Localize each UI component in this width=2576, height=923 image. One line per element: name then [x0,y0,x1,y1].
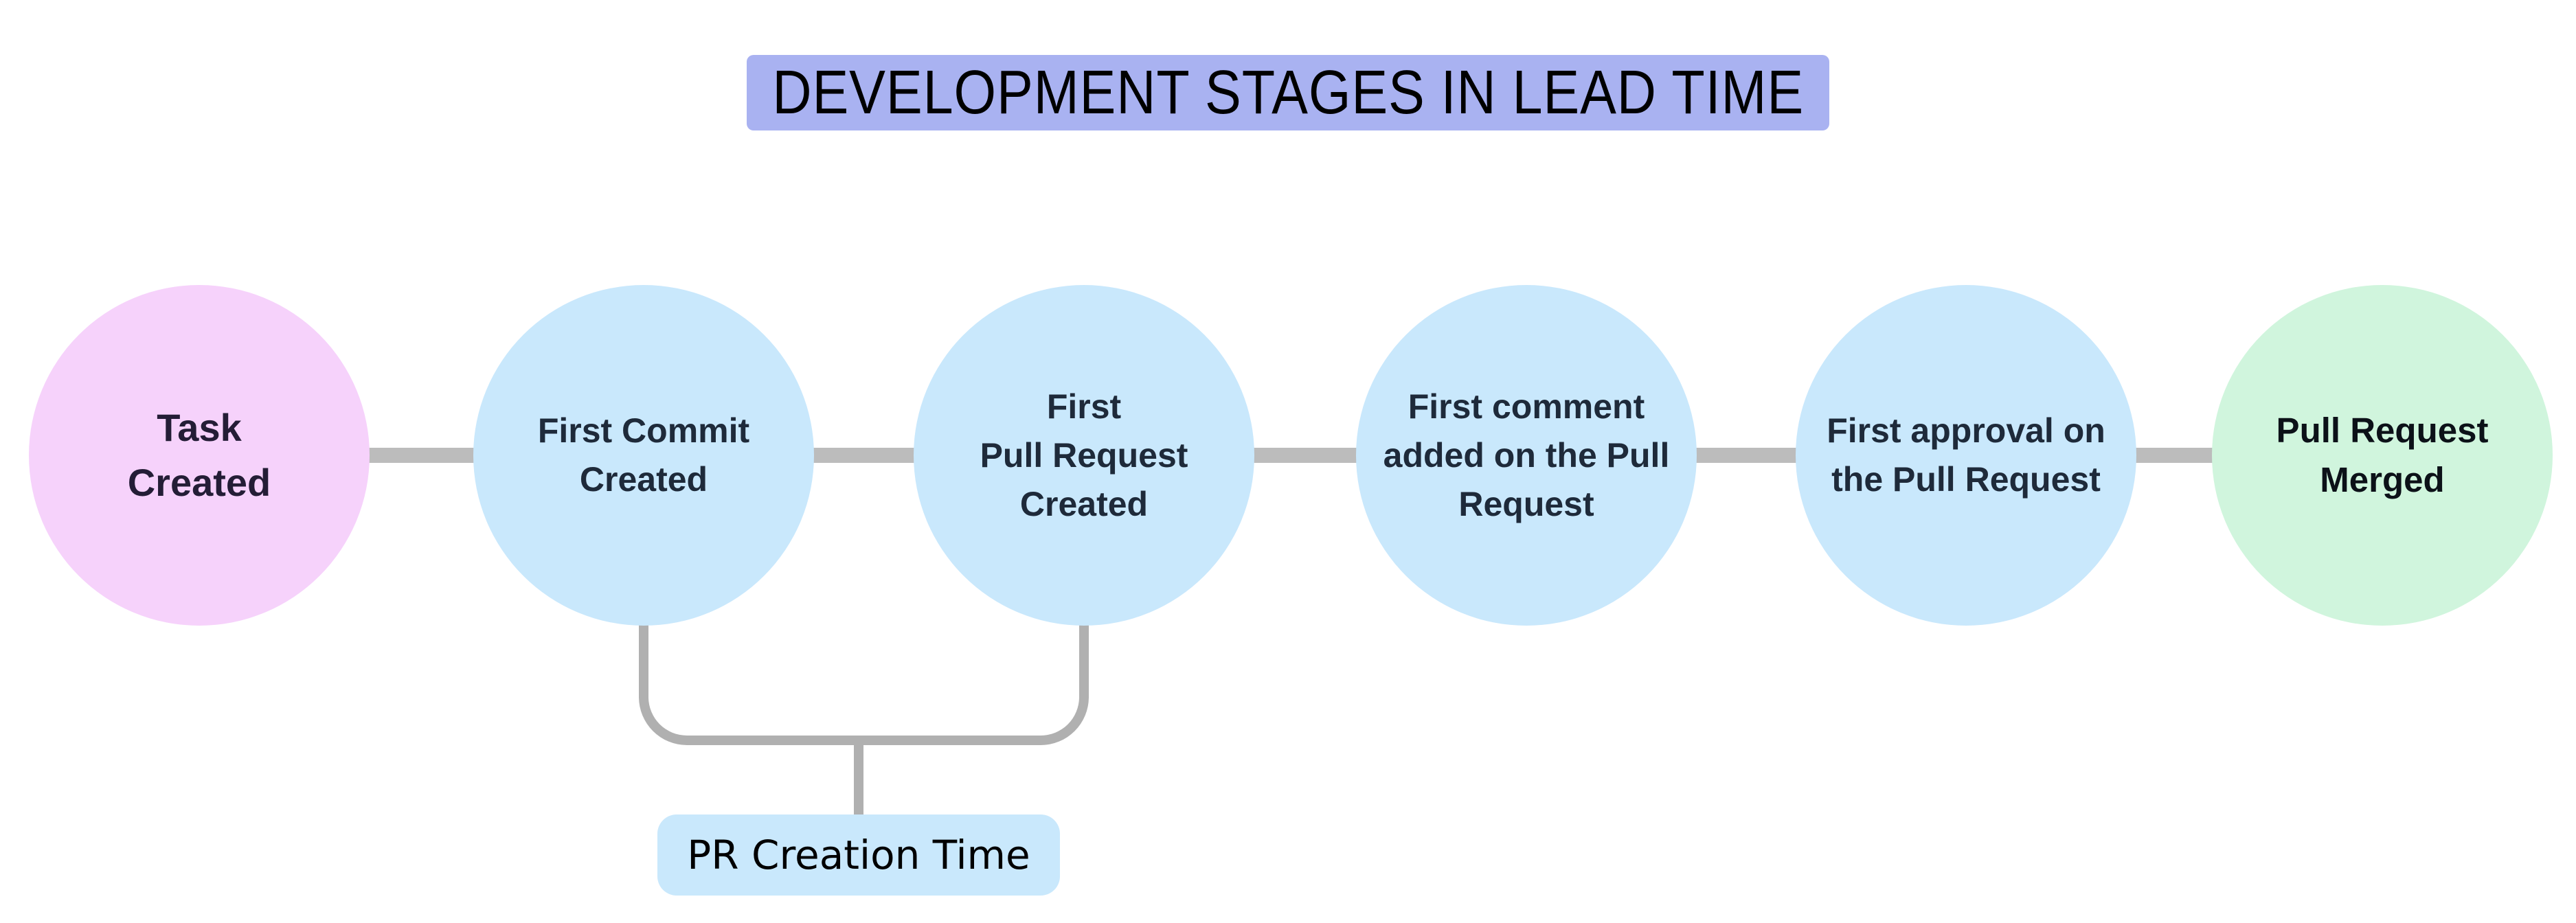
stage-label-line: First comment [1408,387,1645,426]
stage-label-line: Task [157,406,242,450]
stage-label-line: Created [1019,484,1149,523]
stage-label: First approval on the Pull Request [1827,407,2105,504]
pr-creation-time-text: PR Creation Time [687,832,1030,878]
stage-node-first-pull-request-created: First Pull Request Created [914,285,1254,626]
page-title: DEVELOPMENT STAGES IN LEAD TIME [772,58,1804,127]
stage-label-line: Pull Request [980,435,1188,475]
stage-label: First Pull Request Created [980,383,1188,529]
stage-label-line: Merged [2320,460,2445,499]
pr-creation-time-label: PR Creation Time [657,814,1060,896]
stage-label-line: Request [1458,484,1594,523]
stage-label: Task Created [128,400,271,510]
stage-label-line: Created [579,460,708,499]
stage-label-line: Created [127,461,271,504]
stage-node-first-comment-added: First comment added on the Pull Request [1356,285,1697,626]
stage-label-line: First [1046,387,1122,426]
stage-label-line: the Pull Request [1831,460,2101,499]
stage-node-pull-request-merged: Pull Request Merged [2212,285,2553,626]
stage-label-line: First approval on [1827,411,2105,450]
pr-creation-bracket [639,604,1089,745]
stage-label-line: Pull Request [2276,410,2489,450]
stage-node-first-commit-created: First Commit Created [473,285,814,626]
title-banner: DEVELOPMENT STAGES IN LEAD TIME [747,55,1829,130]
stage-label-line: First Commit [537,411,750,450]
stage-label: First comment added on the Pull Request [1383,383,1670,529]
pr-creation-bracket-stem [854,742,863,816]
stage-label: First Commit Created [538,407,749,504]
stage-node-task-created: Task Created [29,285,370,626]
stage-label-line: added on the Pull [1383,435,1670,475]
stage-label: Pull Request Merged [2276,406,2489,505]
stage-node-first-approval: First approval on the Pull Request [1796,285,2136,626]
